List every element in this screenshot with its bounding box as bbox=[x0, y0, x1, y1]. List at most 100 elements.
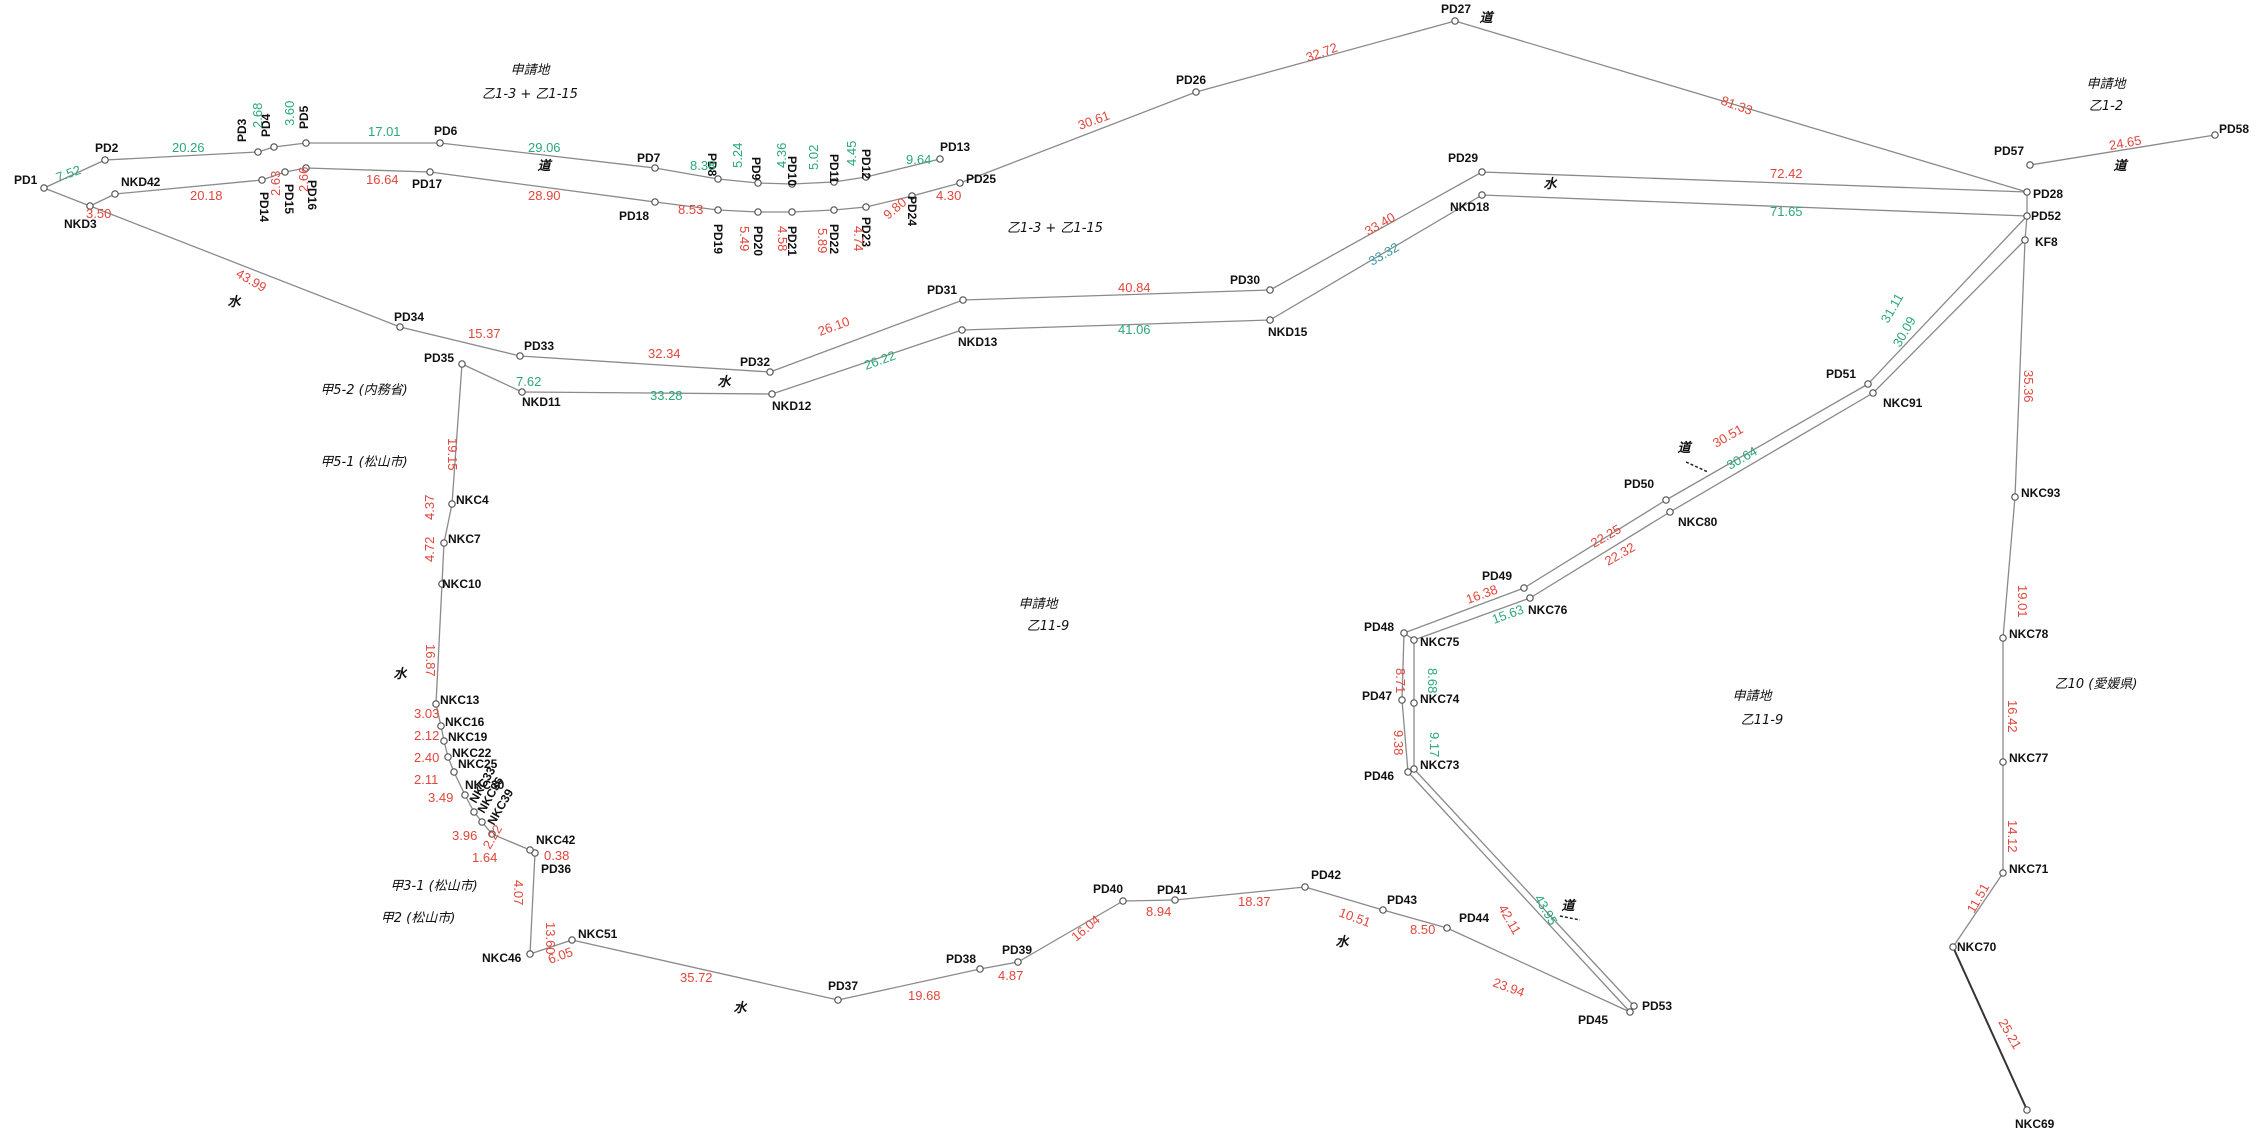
point-label: PD52 bbox=[2031, 209, 2061, 223]
boundary-segment bbox=[1952, 872, 2004, 948]
feature-tag: 水 bbox=[393, 666, 407, 682]
boundary-segment bbox=[1669, 392, 1874, 513]
point-label: PD15 bbox=[282, 184, 296, 214]
boundary-segment bbox=[89, 193, 116, 207]
point-label: NKC69 bbox=[2015, 1117, 2055, 1131]
survey-point-marker bbox=[834, 996, 842, 1004]
survey-point-marker bbox=[1520, 584, 1528, 592]
point-label: PD14 bbox=[257, 192, 271, 222]
distance-label: 7.62 bbox=[516, 374, 541, 389]
survey-point-marker bbox=[444, 753, 452, 761]
distance-label: 20.18 bbox=[190, 188, 223, 203]
point-label: PD28 bbox=[2033, 187, 2063, 201]
boundary-segment bbox=[491, 833, 531, 851]
survey-point-marker bbox=[1410, 636, 1418, 644]
boundary-segment bbox=[571, 939, 839, 1001]
distance-label: 9.38 bbox=[1391, 730, 1406, 755]
point-label: NKC46 bbox=[482, 951, 522, 965]
survey-point-marker bbox=[1400, 629, 1408, 637]
point-label: PD5 bbox=[297, 105, 311, 129]
survey-point-marker bbox=[1119, 897, 1127, 905]
boundary-segment bbox=[962, 289, 1271, 301]
distance-label: 71.65 bbox=[1770, 204, 1803, 219]
survey-point-marker bbox=[270, 143, 278, 151]
point-label: PD44 bbox=[1459, 911, 1489, 925]
distance-label: 2.40 bbox=[414, 750, 439, 765]
distance-label: 4.36 bbox=[774, 143, 789, 168]
boundary-segment bbox=[1454, 20, 2028, 193]
survey-point-marker bbox=[568, 936, 576, 944]
boundary-segment bbox=[654, 201, 719, 211]
point-label: NKC75 bbox=[1420, 635, 1460, 649]
point-label: PD34 bbox=[394, 310, 424, 324]
point-label: NKC70 bbox=[1957, 940, 1997, 954]
boundary-segment bbox=[114, 179, 263, 195]
boundary-segment bbox=[529, 939, 573, 955]
point-label: NKC42 bbox=[536, 833, 576, 847]
parcel-annotation: 申請地 bbox=[510, 63, 551, 78]
point-label: PD35 bbox=[424, 351, 454, 365]
boundary-segment bbox=[1665, 383, 1869, 501]
distance-label: 5.89 bbox=[815, 228, 830, 253]
boundary-segment bbox=[451, 363, 463, 505]
feature-tag: 道 bbox=[537, 158, 552, 174]
boundary-segment bbox=[1122, 899, 1176, 902]
point-label: PD21 bbox=[785, 226, 799, 256]
survey-points bbox=[40, 17, 2219, 1114]
boundary-segment bbox=[865, 195, 913, 208]
survey-point-marker bbox=[2011, 493, 2019, 501]
distance-label: 26.22 bbox=[862, 348, 898, 373]
boundary-segment bbox=[717, 209, 759, 213]
point-label: PD33 bbox=[524, 339, 554, 353]
point-label: PD4 bbox=[259, 113, 273, 137]
boundary-segment bbox=[1382, 909, 1448, 929]
boundary-segment bbox=[1413, 768, 1635, 1007]
boundary-segment bbox=[441, 542, 445, 585]
distance-label: 25.21 bbox=[1995, 1016, 2024, 1052]
survey-point-marker bbox=[458, 360, 466, 368]
distance-label: 4.58 bbox=[775, 226, 790, 251]
survey-point-marker bbox=[2211, 131, 2219, 139]
survey-point-marker bbox=[956, 179, 964, 187]
survey-point-marker bbox=[258, 176, 266, 184]
survey-point-marker bbox=[1014, 958, 1022, 966]
survey-point-marker bbox=[488, 830, 496, 838]
survey-point-marker bbox=[396, 323, 404, 331]
point-label: PD6 bbox=[434, 124, 458, 138]
point-label: NKC80 bbox=[1678, 515, 1718, 529]
survey-point-marker bbox=[651, 164, 659, 172]
survey-point-marker bbox=[281, 168, 289, 176]
point-label: NKC51 bbox=[578, 927, 618, 941]
distance-label: 33.32 bbox=[1366, 239, 1402, 268]
distance-label: 41.06 bbox=[1118, 322, 1151, 337]
distance-label: 35.36 bbox=[2021, 370, 2036, 403]
boundary-segment bbox=[453, 771, 466, 796]
survey-point-marker bbox=[440, 737, 448, 745]
survey-point-marker bbox=[714, 206, 722, 214]
point-label: PD46 bbox=[1364, 769, 1394, 783]
distance-label: 5.02 bbox=[806, 145, 821, 170]
survey-point-marker bbox=[768, 390, 776, 398]
distance-label: 2.22 bbox=[480, 822, 506, 851]
point-label: NKC7 bbox=[448, 532, 481, 546]
boundary-segment bbox=[791, 209, 835, 213]
distance-label: 16.42 bbox=[2005, 700, 2020, 733]
survey-point-marker bbox=[254, 148, 262, 156]
point-label: PD23 bbox=[859, 217, 873, 247]
survey-point-marker bbox=[302, 164, 310, 172]
boundary-segment bbox=[305, 167, 431, 173]
feature-tag: 水 bbox=[227, 294, 241, 310]
survey-point-marker bbox=[830, 206, 838, 214]
parcel-annotation: 申請地 bbox=[1732, 689, 1773, 704]
survey-point-marker bbox=[448, 500, 456, 508]
boundary-segment bbox=[1304, 886, 1384, 911]
distance-label: 16.04 bbox=[1068, 912, 1103, 944]
boundary-segment bbox=[529, 852, 536, 955]
boundary-segment bbox=[1867, 215, 2028, 385]
point-label: NKC78 bbox=[2009, 627, 2049, 641]
point-label: NKC22 bbox=[452, 746, 492, 760]
boundary-segment bbox=[979, 961, 1019, 970]
survey-point-marker bbox=[426, 168, 434, 176]
distance-label: 8.38 bbox=[690, 158, 715, 173]
